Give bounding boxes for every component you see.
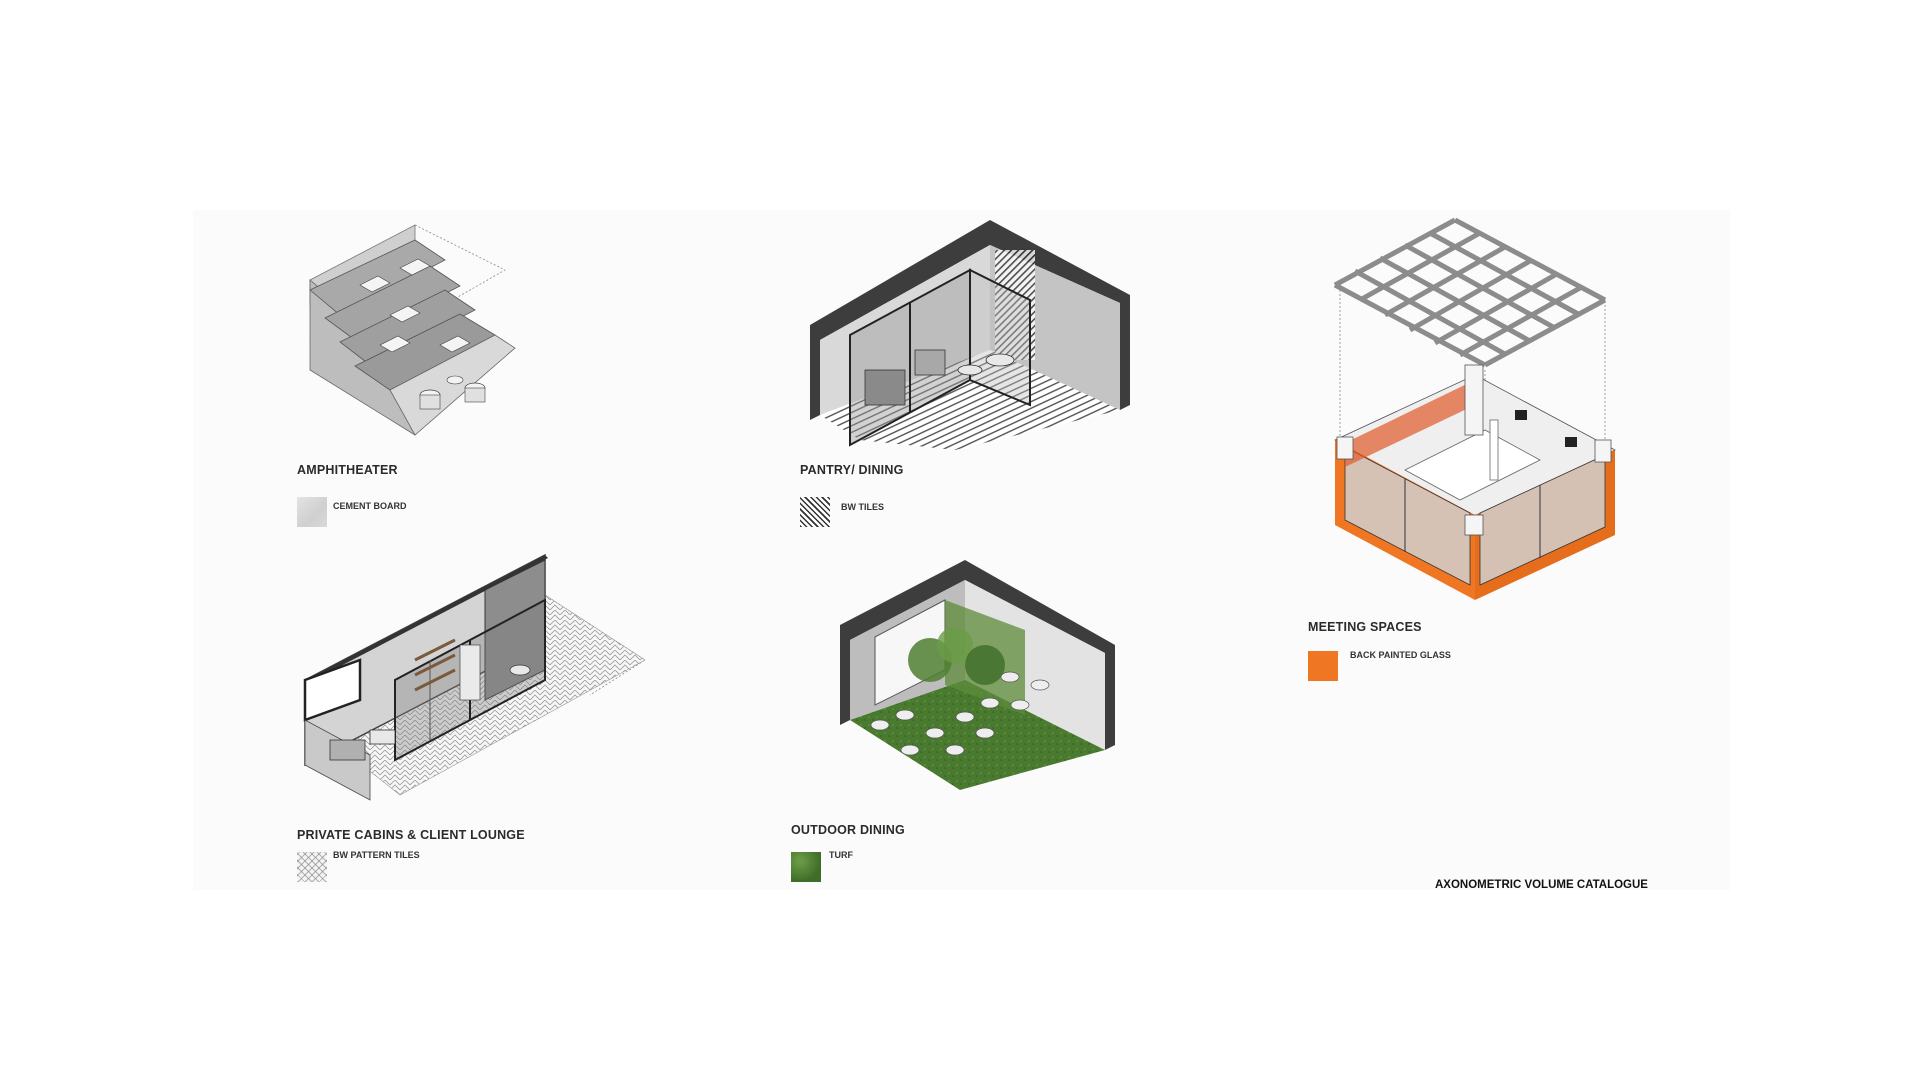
cement-board-swatch [297, 497, 327, 527]
pantry-title: PANTRY/ DINING [800, 463, 904, 477]
bw-pattern-tiles-label: BW PATTERN TILES [333, 850, 420, 860]
outdoor-dining-title: OUTDOOR DINING [791, 823, 905, 837]
bw-tiles-label: BW TILES [841, 502, 884, 512]
private-cabins-axonometric [303, 553, 646, 801]
back-painted-glass-swatch [1308, 651, 1338, 681]
amphitheater-axonometric [309, 224, 516, 436]
turf-label: TURF [829, 850, 853, 860]
bw-pattern-tiles-swatch [297, 852, 327, 882]
catalogue-title: AXONOMETRIC VOLUME CATALOGUE [1435, 879, 1648, 891]
back-painted-glass-label: BACK PAINTED GLASS [1350, 650, 1451, 660]
outdoor-dining-axonometric [840, 560, 1115, 790]
meeting-spaces-axonometric [1333, 217, 1616, 600]
bw-tiles-swatch [800, 497, 830, 527]
meeting-spaces-title: MEETING SPACES [1308, 620, 1422, 634]
amphitheater-title: AMPHITHEATER [297, 463, 398, 477]
turf-swatch [791, 852, 821, 882]
private-cabins-title: PRIVATE CABINS & CLIENT LOUNGE [297, 828, 525, 842]
cement-board-label: CEMENT BOARD [333, 501, 407, 511]
pantry-axonometric [810, 220, 1130, 450]
